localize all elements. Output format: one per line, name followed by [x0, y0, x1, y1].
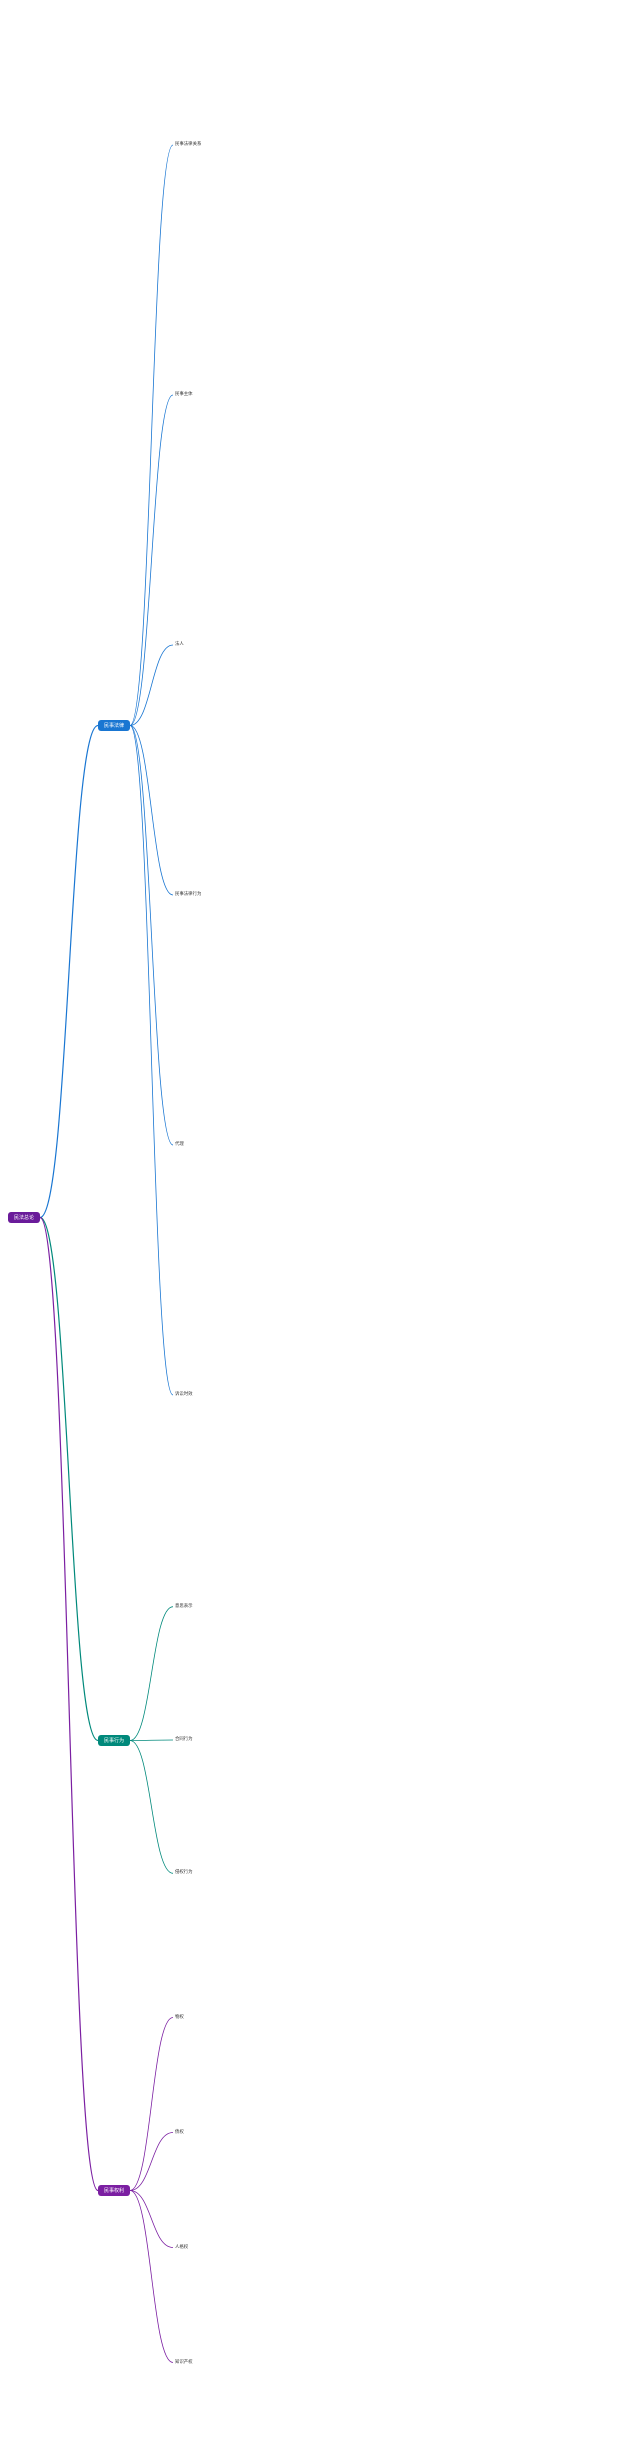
connector [39, 1216, 99, 2192]
branch2-child-2[interactable]: 合同行为 [175, 1737, 193, 1742]
connector [129, 1740, 174, 1874]
branch1-child-6[interactable]: 诉讼时效 [175, 1392, 193, 1397]
connector [129, 2190, 174, 2248]
connector [39, 724, 99, 1219]
branch1-child-2[interactable]: 民事主体 [175, 392, 193, 397]
connector [129, 394, 174, 726]
connector [129, 1739, 174, 1741]
branch2-child-1[interactable]: 意思表示 [175, 1603, 193, 1609]
branch-node-3[interactable]: 民事权利 [98, 2185, 131, 2196]
branch-node-2[interactable]: 民事行为 [98, 1735, 131, 1746]
branch-node-1[interactable]: 民事法律 [98, 720, 131, 731]
branch3-child-3[interactable]: 人格权 [175, 2244, 189, 2250]
branch3-child-1[interactable]: 物权 [175, 2014, 184, 2020]
connector [129, 725, 174, 896]
branch3-child-2[interactable]: 债权 [175, 2129, 184, 2135]
connector [129, 2017, 174, 2191]
root-node[interactable]: 民法总论 [8, 1212, 41, 1223]
connector [39, 1216, 99, 1742]
connector [129, 725, 174, 1146]
branch1-child-5[interactable]: 代理 [175, 1142, 184, 1147]
connector [129, 725, 174, 1396]
branch1-child-3[interactable]: 法人 [175, 642, 184, 647]
branch1-child-4[interactable]: 民事法律行为 [175, 892, 202, 897]
branch1-child-1[interactable]: 民事法律关系 [175, 142, 202, 147]
branch3-child-4[interactable]: 知识产权 [175, 2359, 193, 2365]
connector [129, 644, 174, 726]
connector [129, 2132, 174, 2191]
branch2-child-3[interactable]: 侵权行为 [175, 1870, 193, 1876]
connector [129, 144, 174, 726]
connector [129, 1606, 174, 1741]
connector [129, 2190, 174, 2363]
